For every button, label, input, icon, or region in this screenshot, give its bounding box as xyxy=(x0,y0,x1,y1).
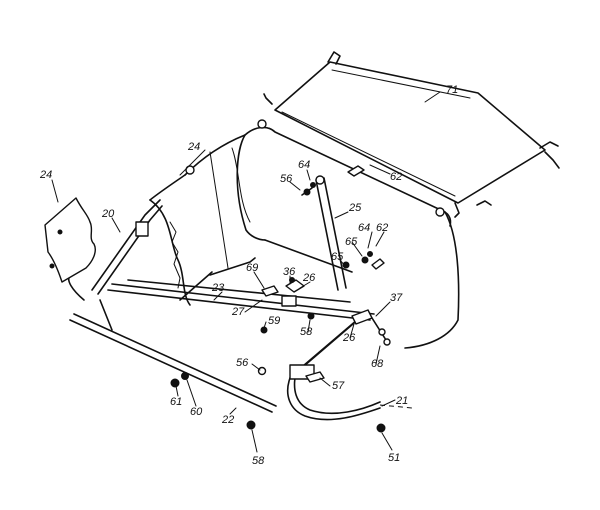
link-bar xyxy=(315,175,347,291)
label-62-lower: 62 xyxy=(376,222,388,234)
label-60: 60 xyxy=(190,406,203,418)
label-64-lower: 64 xyxy=(358,222,370,234)
side-plate xyxy=(44,197,96,283)
label-58-lower: 58 xyxy=(252,455,265,467)
label-65-lower: 65 xyxy=(331,251,344,263)
handle-frame xyxy=(68,199,163,301)
label-61: 61 xyxy=(170,396,182,408)
label-71: 71 xyxy=(446,84,458,96)
label-59: 59 xyxy=(268,315,280,327)
hardware xyxy=(170,119,445,433)
label-21: 21 xyxy=(395,395,408,407)
frame-rails xyxy=(69,257,375,413)
label-56-lower: 56 xyxy=(236,357,249,369)
label-25: 25 xyxy=(348,202,362,214)
label-24-bag: 24 xyxy=(187,141,200,153)
label-56-upper: 56 xyxy=(280,173,293,185)
label-65-upper: 65 xyxy=(345,236,358,248)
label-20: 20 xyxy=(101,208,115,220)
label-51: 51 xyxy=(388,452,400,464)
label-27: 27 xyxy=(231,306,245,318)
top-flap xyxy=(263,51,560,218)
leader-lines xyxy=(51,91,441,453)
label-58-mid: 58 xyxy=(300,326,313,338)
part-labels: 71 24 24 64 56 62 25 20 64 62 65 65 69 3… xyxy=(39,84,458,467)
label-64-upper: 64 xyxy=(298,159,310,171)
label-26-upper: 26 xyxy=(302,272,316,284)
label-24-plate: 24 xyxy=(39,169,52,181)
label-69: 69 xyxy=(246,262,258,274)
label-36: 36 xyxy=(283,266,296,278)
label-62-upper: 62 xyxy=(390,171,402,183)
label-23: 23 xyxy=(211,282,225,294)
label-57: 57 xyxy=(332,380,345,392)
label-37: 37 xyxy=(390,292,403,304)
label-68: 68 xyxy=(371,358,384,370)
label-26-lower: 26 xyxy=(342,332,356,344)
label-22: 22 xyxy=(221,414,234,426)
